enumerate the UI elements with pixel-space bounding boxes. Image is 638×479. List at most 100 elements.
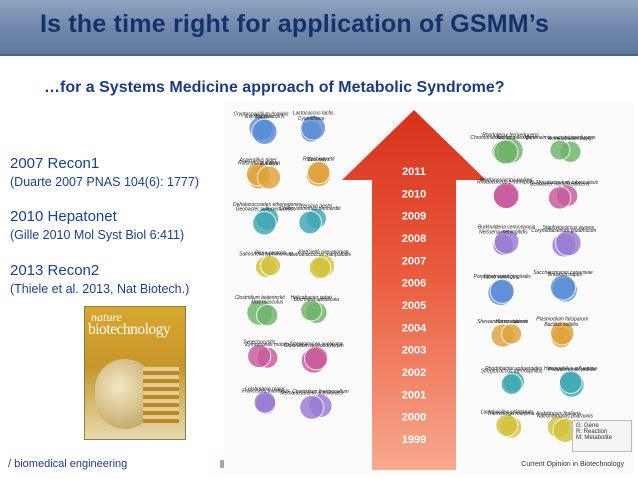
organism-circle [549,320,575,346]
organism-label: Bacteria [255,114,274,120]
organism-label: Neisseria meningitidis [479,230,528,236]
organism-label: Mannheimia succiniciproducens [524,135,595,141]
year-label-2000: 2000 [402,412,426,424]
year-labels: 2011201020092008200720062005200420032002… [402,166,427,446]
legend-item: R: Reaction [576,429,608,435]
nature-biotech-cover: nature biotechnology [84,306,186,440]
organism-label: Rhodoferax ferrireducens [482,133,539,139]
organism-circle [549,274,577,301]
hepatonet-label: 2010 Hepatonet [10,208,117,225]
year-label-2002: 2002 [402,367,426,379]
organism-label: Homo sapiens [496,319,528,325]
organism-label: Saccharomyces cerevisiae [533,270,593,276]
organism-label: Aspergillus niger [239,157,277,163]
organism-label: Acinetobacter baylyi [547,136,594,142]
recon2-label: 2013 Recon2 [10,262,100,279]
organism-label: Mus musculus [251,300,283,306]
year-label-2007: 2007 [402,255,426,267]
organism-label: Methanococcus maripaludis [289,252,351,258]
organism-circle [304,346,329,371]
organism-label: Mycobacterium tuberculosis [536,180,598,186]
organism-label: Rhodobacter sphaeroides [485,366,543,372]
recon1-entry: 2007 Recon1 (Duarte 2007 PNAS 104(6): 17… [10,155,199,189]
organism-label: Corynebacterium glutamicum [531,228,596,234]
organism-circle [299,394,325,420]
slide-subtitle: …for a Systems Medicine approach of Meta… [44,79,505,96]
timeline-arrow [342,110,486,470]
organism-label: Bacillus subtilis [544,322,578,328]
organism-label: Rhodococcus erythropolis [477,179,535,185]
organism-label: Chlamydomonas reinhardtii [280,206,342,212]
organism-label: Brassica napus [548,272,583,278]
organism-label: Burkholderia cenocepacia [478,224,536,230]
organism-circle [492,182,520,210]
year-label-2003: 2003 [402,345,426,357]
organism-circle [501,323,523,345]
organism-label: Geobacter sulfurreducens [236,206,294,212]
organism-label: Cryptosporidium hominis [233,111,289,117]
organism-circle [300,299,323,322]
organism-label: Streptomyces coelicolor [290,342,343,348]
organism-labels: Escherichia coli K Chromohalobacter salex… [233,110,599,419]
organism-circle [298,210,322,235]
organism-label: Archaea [496,135,516,141]
organism-circle [247,344,272,369]
organism-label: Chromohalobacter salexigens [470,135,537,141]
recon2-entry: 2013 Recon2 (Thiele et al. 2013, Nat Bio… [10,262,189,296]
year-label-1999: 1999 [402,434,426,446]
organism-label: Helicobacter pylori [291,295,333,301]
organism-circle [555,229,582,257]
organism-label: Plasmodium falciparum [536,316,588,322]
organism-label: Clostridium beijerinckii [235,295,286,301]
cover-art-stripes [143,367,179,423]
organism-label: Escherichia coli K [245,114,285,120]
organism-circle [495,413,519,437]
organism-circle [493,139,519,165]
hepatonet-ref: (Gille 2010 Mol Syst Biol 6:411) [10,228,185,242]
organism-label: Methanosarcina acetivorans [280,390,343,396]
organism-label: Synechocystis [243,340,275,346]
organism-label: Buchnera aphidicola [294,297,340,303]
year-label-2009: 2009 [402,211,426,223]
year-label-2008: 2008 [402,233,426,245]
organism-label: Clostridium acetobutylicum [284,343,344,349]
organism-circle [547,186,572,210]
organism-label: Rhizobium etli [303,156,335,162]
organism-circle [493,228,520,255]
timeline-svg: 2011201020092008200720062005200420032002… [233,110,599,470]
slide-title: Is the time right for application of GSM… [40,10,550,38]
organism-circle [558,370,583,394]
legend-item: G: Gene [576,423,599,429]
organism-label: Yersinia pestis [300,203,333,209]
organism-label: Leishmania major [245,386,285,392]
organism-circle [500,373,523,395]
figure-credit: Current Opinion in Biotechnology [521,461,624,468]
organism-label: Francisella tularensis [242,389,289,395]
organism-circle [489,278,515,304]
organism-circle [256,304,279,327]
organism-label: Zea mays [306,157,329,163]
year-label-2005: 2005 [402,300,426,312]
organism-label: Zymomonas mobilis [244,342,290,348]
organism-label: Clostridium thermocellum [292,389,348,395]
organism-label: Shewanella oneidensis [477,319,529,325]
organism-circle [300,114,327,141]
footer-marker [220,460,224,468]
title-bar [0,0,638,56]
organism-circle [549,139,571,161]
footer-text: / biomedical engineering [8,458,128,470]
year-label-2010: 2010 [402,188,426,200]
organism-label: Haemophilus influenzae [544,366,598,372]
organism-label: Pseudomonas putida [548,367,595,373]
year-label-2011: 2011 [402,166,426,178]
legend-item: M: Metabolite [576,435,613,441]
organism-label: Arabidopsis thaliana [535,411,581,417]
organism-label: Staphylococcus aureus [542,225,594,231]
organism-circles [245,114,585,443]
organism-circle [259,255,282,277]
organism-label: Eukarya [260,161,279,167]
organism-label: Methanosarcina barkeri [480,178,533,184]
cover-line1: nature [91,310,122,324]
